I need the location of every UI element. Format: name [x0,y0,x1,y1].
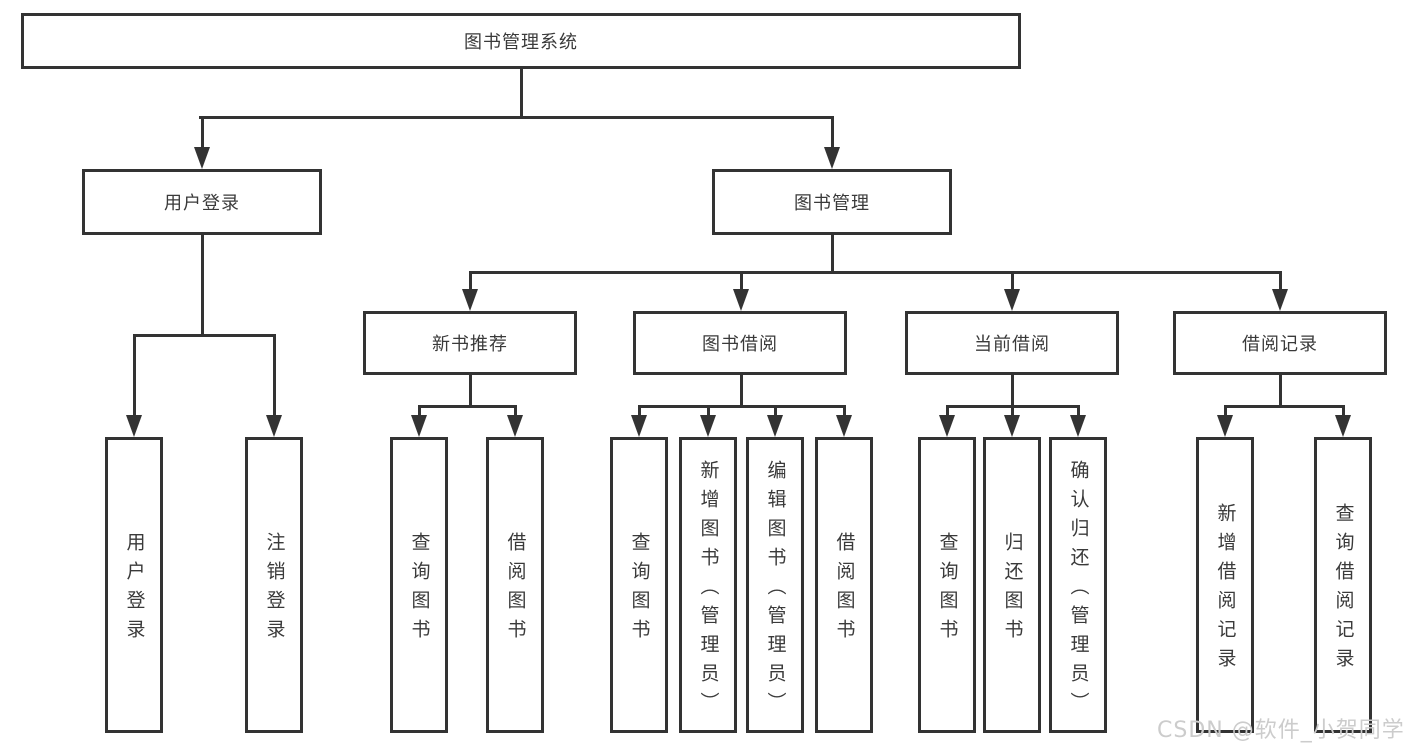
arrowhead-icon [1217,415,1233,437]
connector-drop-line [637,406,641,419]
node-user-login: 用户登录 [82,169,322,235]
connector-drop-line [1341,406,1345,419]
connector-drop-line [417,406,421,419]
arrowhead-icon [411,415,427,437]
connector-rail-line [132,333,276,337]
connector-drop-line [1010,272,1014,293]
node-current-borrow: 当前借阅 [905,311,1119,375]
watermark: CSDN @软件_小贺同学 [1157,718,1405,743]
connector-drop-line [842,406,846,419]
arrowhead-icon [767,415,783,437]
connector-rail-line [637,404,846,408]
connector-drop-line [1076,406,1080,419]
arrowhead-icon [507,415,523,437]
connector-stem-line [200,235,204,337]
arrowhead-icon [194,147,210,169]
connector-rail-line [468,270,1282,274]
arrowhead-icon [631,415,647,437]
arrowhead-icon [824,147,840,169]
node-root: 图书管理系统 [21,13,1021,69]
leaf-return-books: 归还图书 [983,437,1041,733]
connector-drop-line [1223,406,1227,419]
connector-rail-line [1223,404,1345,408]
leaf-borrow-books-recommend: 借阅图书 [486,437,544,733]
arrowhead-icon [266,415,282,437]
leaf-query-borrow-record: 查询借阅记录 [1314,437,1372,733]
arrowhead-icon [1070,415,1086,437]
connector-drop-line [1010,406,1014,419]
connector-drop-line [468,272,472,293]
leaf-borrow-books: 借阅图书 [815,437,873,733]
connector-drop-line [945,406,949,419]
leaf-user-login: 用户登录 [105,437,163,733]
connector-stem-line [519,69,523,119]
arrowhead-icon [462,289,478,311]
node-new-book-recommend: 新书推荐 [363,311,577,375]
arrowhead-icon [1335,415,1351,437]
connector-stem-line [1278,375,1282,408]
leaf-query-books-borrow: 查询图书 [610,437,668,733]
connector-drop-line [200,117,204,151]
arrowhead-icon [126,415,142,437]
arrowhead-icon [1272,289,1288,311]
connector-stem-line [830,235,834,274]
leaf-edit-books-admin: 编辑图书（管理员） [746,437,804,733]
leaf-query-books-current: 查询图书 [918,437,976,733]
leaf-confirm-return-admin: 确认归还（管理员） [1049,437,1107,733]
leaf-add-borrow-record: 新增借阅记录 [1196,437,1254,733]
node-book-management: 图书管理 [712,169,952,235]
connector-drop-line [739,272,743,293]
arrowhead-icon [1004,415,1020,437]
arrowhead-icon [836,415,852,437]
connector-drop-line [830,117,834,151]
arrowhead-icon [700,415,716,437]
connector-stem-line [1010,375,1014,408]
connector-rail-line [198,115,834,119]
arrowhead-icon [1004,289,1020,311]
connector-drop-line [272,335,276,419]
arrowhead-icon [733,289,749,311]
connector-stem-line [739,375,743,408]
leaf-query-books-recommend: 查询图书 [390,437,448,733]
connector-stem-line [468,375,472,408]
connector-drop-line [706,406,710,419]
leaf-add-books-admin: 新增图书（管理员） [679,437,737,733]
connector-drop-line [513,406,517,419]
connector-drop-line [773,406,777,419]
node-book-borrow: 图书借阅 [633,311,847,375]
arrowhead-icon [939,415,955,437]
connector-drop-line [132,335,136,419]
node-borrow-records: 借阅记录 [1173,311,1387,375]
leaf-logout: 注销登录 [245,437,303,733]
connector-drop-line [1278,272,1282,293]
connector-rail-line [417,404,517,408]
